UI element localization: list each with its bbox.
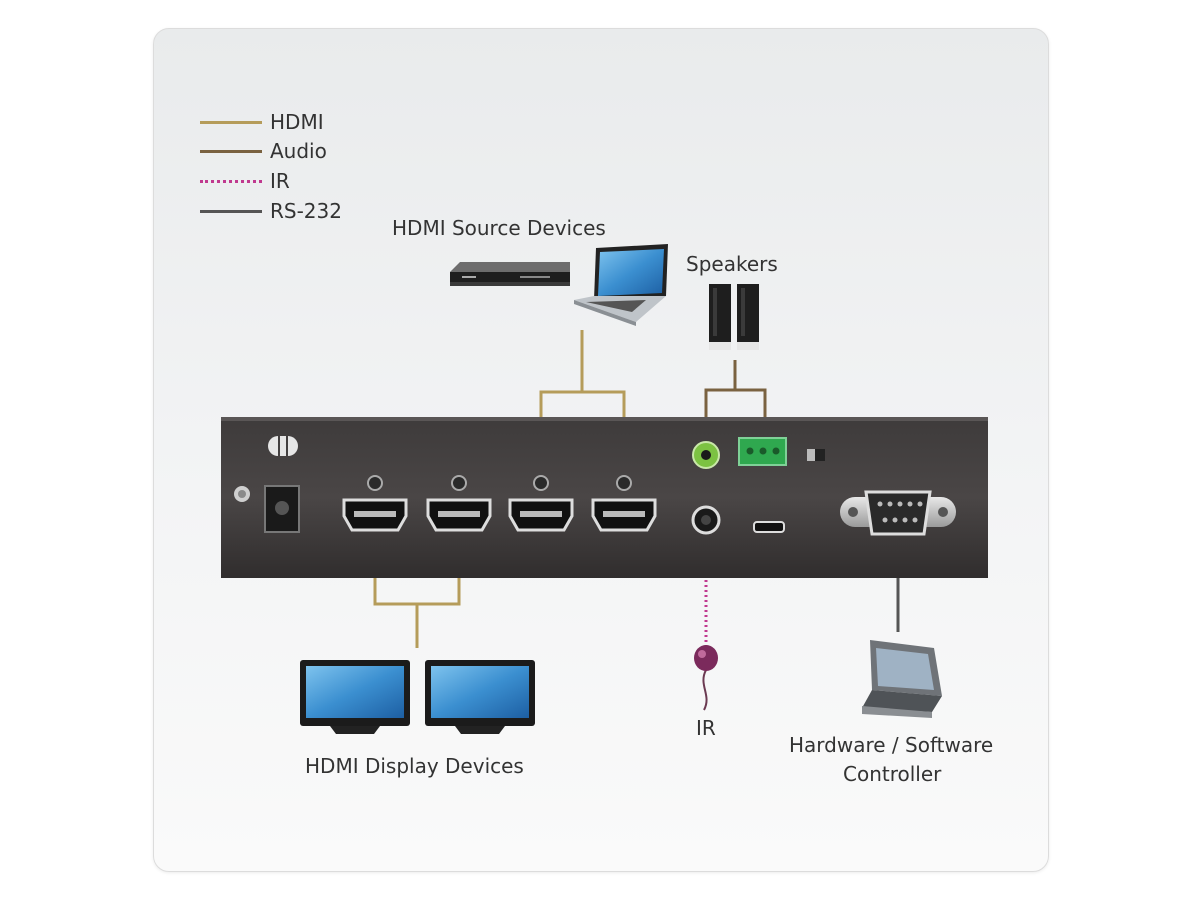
touch-panel-controller-icon (862, 640, 942, 718)
audio-terminal-block-icon (738, 437, 787, 466)
hdmi-input-port-1 (508, 475, 574, 532)
hdmi-input-port-2 (591, 475, 657, 532)
display-devices-label: HDMI Display Devices (305, 754, 524, 778)
legend-item-rs232: RS-232 (200, 198, 342, 224)
blu-ray-player-icon (450, 262, 570, 286)
audio-out-jack-icon (692, 441, 720, 469)
source-devices-label: HDMI Source Devices (392, 216, 606, 240)
controller-label-line1: Hardware / Software (789, 733, 994, 757)
legend-label: Audio (270, 139, 327, 163)
legend-label: HDMI (270, 110, 324, 134)
legend-item-ir: IR (200, 168, 290, 194)
ir-label: IR (696, 716, 716, 740)
ir-cable (702, 530, 708, 711)
ground-screw-icon (234, 486, 250, 502)
legend-line-hdmi (200, 120, 262, 124)
legend-line-rs232 (200, 209, 262, 213)
dip-switch-icon (807, 449, 825, 461)
legend-line-ir (200, 179, 262, 183)
speakers-label: Speakers (686, 252, 778, 276)
controller-label-line2: Controller (843, 762, 942, 786)
speakers-icon (709, 284, 759, 350)
hdmi-output-port-1 (342, 475, 408, 532)
dc-power-jack-icon (264, 485, 300, 533)
hdmi-output-port-2 (426, 475, 492, 532)
legend-label: IR (270, 169, 290, 193)
legend-item-hdmi: HDMI (200, 109, 324, 135)
ir-jack-icon (691, 505, 721, 535)
legend-label: RS-232 (270, 199, 342, 223)
audio-cables (704, 360, 767, 440)
hdmi-display-monitor-1 (300, 660, 410, 734)
power-switch-icon (268, 436, 298, 456)
mini-usb-port-icon (753, 521, 785, 533)
legend-line-audio (200, 149, 262, 153)
hdmi-display-monitor-2 (425, 660, 535, 734)
ir-receiver-icon (694, 645, 718, 671)
laptop-icon (574, 244, 668, 326)
rs232-port-icon (840, 490, 956, 536)
legend-item-audio: Audio (200, 138, 327, 164)
